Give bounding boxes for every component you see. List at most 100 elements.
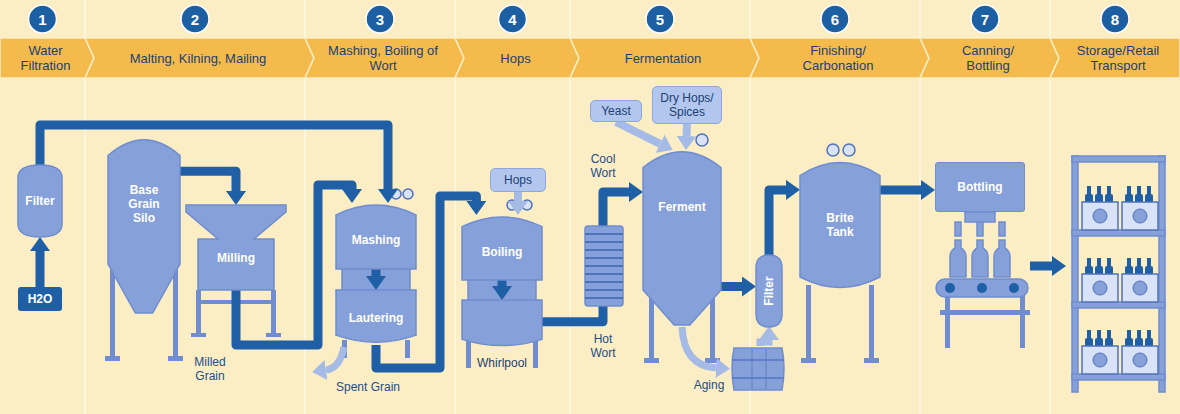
- step-number: 6: [831, 11, 839, 28]
- text-holder: Filter: [18, 165, 62, 237]
- step-heading: Finishing/ Carbonation: [788, 43, 888, 73]
- vessel-body: [800, 163, 880, 288]
- node-label: Ferment: [658, 200, 705, 214]
- illustration-part: [950, 240, 966, 277]
- exchanger-fin: [585, 297, 623, 299]
- step-band: [455, 38, 579, 78]
- step-heading-box: Malting, Kilning, Mailing: [108, 39, 288, 77]
- illustration-part: [945, 283, 955, 293]
- illustration-part: [940, 310, 1030, 315]
- exchanger-fin: [585, 289, 623, 291]
- bottle-pack: [1082, 346, 1118, 374]
- shelf-board: [1072, 302, 1165, 308]
- illustration-part: [196, 290, 201, 335]
- number-circle: [181, 5, 209, 33]
- step-heading-box: Canning/ Bottling: [943, 39, 1033, 77]
- pack-logo: [1093, 281, 1107, 295]
- bottle-pack: [1122, 274, 1158, 302]
- mash-tun: Mashing: [336, 203, 416, 269]
- step-heading-box: Water Filtration: [11, 39, 81, 77]
- illustration-part: [168, 356, 183, 361]
- exchanger-fin: [585, 257, 623, 259]
- step-heading-box: Fermentation: [593, 39, 733, 77]
- step-number-box: 3: [366, 5, 394, 33]
- step-number-box: 2: [181, 5, 209, 33]
- illustration-part: [806, 285, 811, 360]
- pack-logo: [1133, 209, 1147, 223]
- flow-label-box: Spent Grain: [330, 379, 406, 395]
- node-label: Hops: [504, 173, 532, 187]
- flow-label: Spent Grain: [336, 380, 400, 394]
- text-holder: Ferment: [643, 150, 721, 325]
- callout-box: Hops: [490, 168, 546, 192]
- node-label: Whirlpool: [477, 356, 527, 370]
- step-heading-box: Storage/Retail Transport: [1061, 39, 1176, 77]
- illustration-part: [843, 144, 855, 156]
- pipe-connector: [542, 192, 629, 322]
- vessel-body: [462, 217, 542, 280]
- bottling-machine: Bottling: [935, 162, 1025, 212]
- illustration-part: [945, 296, 950, 348]
- node-label: H2O: [28, 292, 53, 306]
- node-label: Brite Tank: [820, 211, 860, 239]
- bottle-pack: [1082, 274, 1118, 302]
- brite-tank: Brite Tank: [800, 160, 880, 290]
- vessel-body: [108, 140, 180, 313]
- number-circle: [29, 5, 57, 33]
- illustration-part: [585, 226, 623, 306]
- node-label: Dry Hops/ Spices: [653, 91, 721, 119]
- illustration-part: [864, 358, 879, 363]
- bottle-pack: [1122, 202, 1158, 230]
- pipe-connector: [36, 251, 45, 287]
- bottle-pack: [1082, 202, 1118, 230]
- illustration-part: [403, 189, 413, 199]
- text-holder: Whirlpool: [462, 300, 542, 370]
- illustration-part: [732, 348, 784, 390]
- node-label: Filter: [762, 276, 776, 305]
- illustration-part: [732, 359, 784, 361]
- pipe-connector: [40, 125, 388, 189]
- text-holder: Boiling: [462, 215, 542, 280]
- text-holder: Filter: [756, 255, 782, 327]
- water-source: H2O: [18, 287, 62, 311]
- step-number: 2: [191, 11, 199, 28]
- pack-logo: [1093, 353, 1107, 367]
- number-circle: [366, 5, 394, 33]
- node-label: Milling: [217, 251, 255, 265]
- vessel-body: [462, 300, 542, 346]
- flow-label-box: Cool Wort: [580, 150, 626, 182]
- step-band: [85, 38, 314, 78]
- illustration-part: [266, 333, 281, 337]
- text-holder: H2O: [18, 287, 62, 311]
- illustration-part: [105, 356, 120, 361]
- number-circle: [821, 5, 849, 33]
- step-band: [0, 38, 94, 78]
- illustration-part: [682, 327, 716, 368]
- illustration-part: [869, 285, 874, 360]
- mill-hopper: Milling: [186, 205, 286, 290]
- exchanger-fin: [585, 281, 623, 283]
- vessel-body: [18, 165, 62, 237]
- step-number-box: 6: [821, 5, 849, 33]
- flow-label: Aging: [694, 378, 725, 392]
- step-number-box: 1: [29, 5, 57, 33]
- node-label: Mashing: [352, 233, 401, 247]
- illustration-part: [955, 222, 961, 236]
- text-holder: Milling: [186, 205, 286, 290]
- filter-vessel: Filter: [18, 165, 62, 237]
- illustration-part: [977, 283, 987, 293]
- illustration-part: [999, 222, 1005, 236]
- pipe-connector: [880, 185, 921, 194]
- pipe-connector: [372, 269, 381, 276]
- node-label: Bottling: [957, 180, 1002, 194]
- illustration-part: [936, 279, 1028, 297]
- illustration-part: [801, 358, 816, 363]
- illustration-part: [1072, 156, 1078, 392]
- lauter-tun: Lautering: [336, 290, 416, 345]
- illustration-part: [696, 134, 708, 146]
- illustration-part: [705, 358, 720, 363]
- text-holder: Hops: [491, 169, 545, 191]
- flow-label: Milled Grain: [188, 355, 232, 383]
- illustration-part: [1072, 186, 1165, 380]
